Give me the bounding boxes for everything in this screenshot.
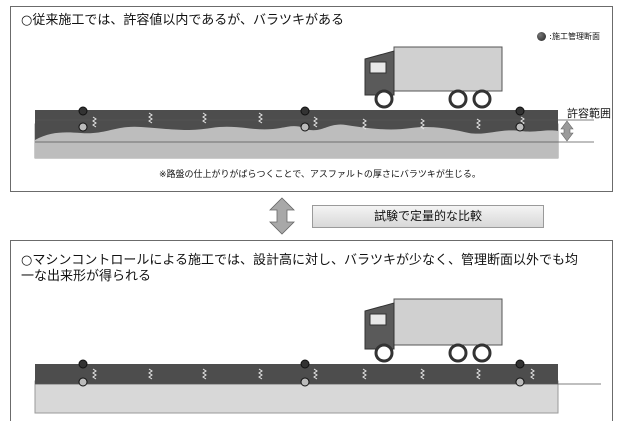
- control-section-markers: [78, 359, 525, 387]
- machine-control-road-cross-section: [34, 298, 601, 414]
- uneven-base-surface: [35, 124, 558, 158]
- comparison-double-arrow-icon: [269, 197, 295, 235]
- marker-bottom: [300, 377, 310, 387]
- control-section-markers: [78, 106, 525, 132]
- legend-label: :施工管理断面: [549, 32, 600, 41]
- quantitative-comparison-label: 試験で定量的な比較: [312, 205, 544, 228]
- conventional-headline: ○従来施工では、許容値以内であるが、バラツキがある: [21, 13, 344, 28]
- machine-control-construction-panel: ○マシンコントロールによる施工では、設計高に対し、バラツキが少なく、管理断面以外…: [10, 240, 613, 421]
- marker-top: [300, 359, 310, 369]
- marker-bottom: [78, 122, 88, 132]
- tolerance-range-label: 許容範囲: [567, 107, 611, 120]
- squiggle: [313, 368, 318, 380]
- machine-control-headline: ○マシンコントロールによる施工では、設計高に対し、バラツキが少なく、管理断面以外…: [21, 253, 578, 284]
- asphalt-variation-note: ※路盤の仕上がりがばらつくことで、アスファルトの厚さにバラツキが生じる。: [159, 170, 481, 180]
- squiggle: [92, 116, 97, 128]
- base-course-layer: [34, 380, 559, 414]
- squiggle: [476, 118, 481, 130]
- squiggle: [258, 112, 263, 124]
- conventional-road-cross-section: [34, 46, 594, 159]
- squiggle: [92, 368, 97, 380]
- squiggle: [258, 368, 263, 380]
- marker-top: [78, 106, 88, 116]
- marker-top: [515, 106, 525, 116]
- marker-top: [78, 359, 88, 369]
- squiggle-marks: [92, 368, 535, 380]
- marker-top: [300, 106, 310, 116]
- squiggle: [362, 118, 367, 130]
- marker-bottom: [300, 122, 310, 132]
- squiggle: [202, 368, 207, 380]
- squiggle: [476, 368, 481, 380]
- squiggle: [313, 116, 318, 128]
- marker-bottom: [515, 122, 525, 132]
- squiggle: [148, 368, 153, 380]
- legend: :施工管理断面: [537, 31, 600, 42]
- squiggle: [420, 368, 425, 380]
- squiggle: [362, 368, 367, 380]
- squiggle: [420, 118, 425, 130]
- squiggle: [202, 112, 207, 124]
- tolerance-range-arrow-icon: [560, 120, 574, 142]
- asphalt-layer: [35, 364, 558, 384]
- squiggle: [148, 112, 153, 124]
- marker-bottom: [78, 377, 88, 387]
- squiggle: [530, 368, 535, 380]
- truck-icon: [364, 46, 503, 109]
- truck-icon: [364, 298, 503, 363]
- squiggle-marks: [92, 112, 525, 130]
- control-section-marker-icon: [537, 32, 547, 41]
- marker-top: [515, 359, 525, 369]
- conventional-construction-panel: ○従来施工では、許容値以内であるが、バラツキがある :施工管理断面: [10, 6, 613, 192]
- marker-bottom: [515, 377, 525, 387]
